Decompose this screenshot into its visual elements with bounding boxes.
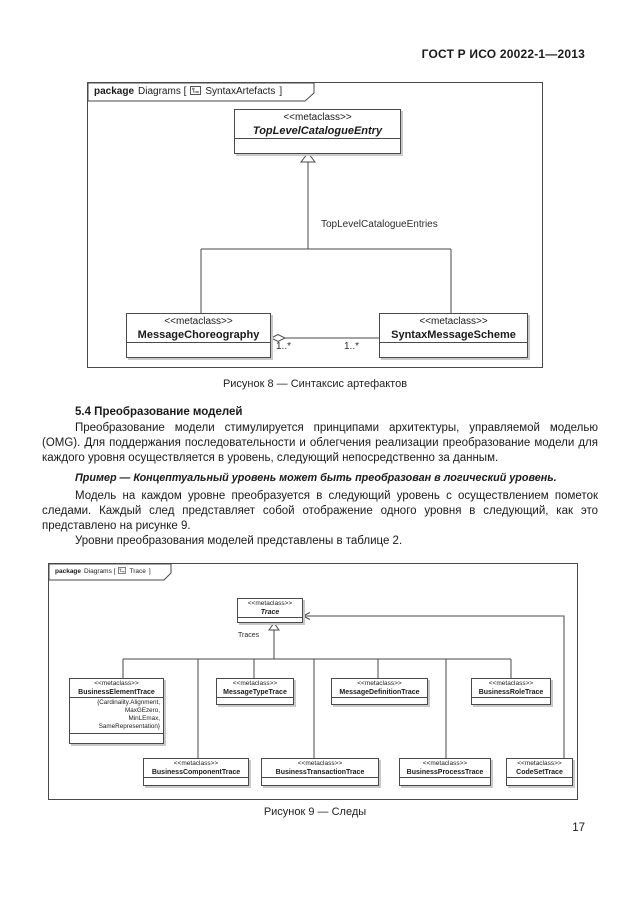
class-syntaxmessagescheme: <<metaclass>> SyntaxMessageScheme xyxy=(379,313,528,358)
package-name: SyntaxArtefacts xyxy=(205,86,276,97)
class-empty-compartment xyxy=(472,697,550,704)
class-messagechoreography: <<metaclass>> MessageChoreography xyxy=(126,313,271,358)
package-context: Diagrams [ xyxy=(84,568,116,575)
package-bracket-close: ] xyxy=(279,86,283,97)
class-name: TopLevelCatalogueEntry xyxy=(252,125,383,137)
figure8-caption: Рисунок 8 — Синтаксис артефактов xyxy=(222,378,408,390)
association-label: TopLevelCatalogueEntries xyxy=(321,219,438,230)
class-businesstransactiontrace: <<metaclass>> BusinessTransactionTrace xyxy=(261,758,379,786)
class-messagedefinitiontrace: <<metaclass>> MessageDefinitionTrace xyxy=(331,678,428,705)
example-note: Пример — Концептуальный уровень может бы… xyxy=(75,472,557,484)
multiplicity-source: 1..* xyxy=(276,341,292,352)
figure9-diagram-frame: package Diagrams [ Trace ] <<metaclass>>… xyxy=(48,563,578,800)
constraint-line: SameRepresentation} xyxy=(98,723,160,730)
section-heading: 5.4 Преобразование моделей xyxy=(75,406,243,418)
class-businessprocesstrace: <<metaclass>> BusinessProcessTrace xyxy=(399,758,491,786)
figure8-diagram-frame: package Diagrams [ SyntaxArtefacts ] <<m… xyxy=(87,82,543,368)
constraint-line: {Cardinality.Alignment, xyxy=(97,699,160,706)
association-label: Traces xyxy=(238,632,260,639)
class-businessroletrace: <<metaclass>> BusinessRoleTrace xyxy=(471,678,551,705)
class-name: Trace xyxy=(260,609,280,616)
class-name: MessageChoreography xyxy=(137,329,260,341)
document-code: ГОСТ Р ИСО 20022-1—2013 xyxy=(421,47,585,61)
package-tab: package Diagrams [ Trace ] xyxy=(49,564,161,580)
page-number: 17 xyxy=(572,822,585,834)
stereotype-label: <<metaclass>> xyxy=(232,680,278,687)
class-constraints: {Cardinality.Alignment, MaxGEzero, MinLE… xyxy=(70,697,163,733)
class-empty-compartment xyxy=(262,777,378,785)
class-name: BusinessTransactionTrace xyxy=(275,769,365,776)
paragraph: Модель на каждом уровне преобразуется в … xyxy=(42,490,598,532)
class-businesselementtrace: <<metaclass>> BusinessElementTrace {Card… xyxy=(69,678,164,744)
diagram-icon xyxy=(118,567,127,576)
class-empty-compartment xyxy=(400,777,490,785)
class-empty-compartment xyxy=(380,342,527,357)
class-empty-compartment xyxy=(70,733,163,743)
stereotype-label: <<metaclass>> xyxy=(247,600,293,607)
class-trace: <<metaclass>> Trace xyxy=(237,598,303,623)
class-toplevelcatalogueentry: <<metaclass>> TopLevelCatalogueEntry xyxy=(234,109,401,154)
paragraph: Преобразование модели стимулируется прин… xyxy=(42,422,598,464)
class-codesettrace: <<metaclass>> CodeSetTrace xyxy=(506,758,573,786)
stereotype-label: <<metaclass>> xyxy=(164,316,233,327)
class-name: BusinessComponentTrace xyxy=(151,769,241,776)
constraint-line: MinLEmax, xyxy=(128,715,161,722)
class-empty-compartment xyxy=(332,697,427,704)
figure9-caption: Рисунок 9 — Следы xyxy=(263,806,367,818)
class-businesscomponenttrace: <<metaclass>> BusinessComponentTrace xyxy=(143,758,249,786)
class-messagetypetrace: <<metaclass>> MessageTypeTrace xyxy=(216,678,294,705)
stereotype-label: <<metaclass>> xyxy=(357,680,402,687)
stereotype-label: <<metaclass>> xyxy=(297,760,343,767)
package-bracket-close: ] xyxy=(148,568,151,575)
constraint-line: MaxGEzero, xyxy=(125,707,160,714)
stereotype-label: <<metaclass>> xyxy=(488,680,534,687)
class-name: BusinessRoleTrace xyxy=(478,689,544,696)
package-tab: package Diagrams [ SyntaxArtefacts ] xyxy=(88,83,292,101)
class-name: MessageDefinitionTrace xyxy=(339,689,420,696)
class-name: CodeSetTrace xyxy=(516,769,563,776)
class-empty-compartment xyxy=(127,342,270,357)
diagram-icon xyxy=(190,85,202,98)
class-name: BusinessElementTrace xyxy=(78,689,155,696)
section-5-4: 5.4 Преобразование моделей Преобразовани… xyxy=(42,406,598,549)
paragraph: Уровни преобразования моделей представле… xyxy=(75,535,403,547)
class-empty-compartment xyxy=(507,777,572,785)
package-name: Trace xyxy=(129,568,146,575)
stereotype-label: <<metaclass>> xyxy=(517,760,562,767)
stereotype-label: <<metaclass>> xyxy=(419,316,488,327)
class-name: BusinessProcessTrace xyxy=(406,769,484,776)
stereotype-label: <<metaclass>> xyxy=(94,680,139,687)
stereotype-label: <<metaclass>> xyxy=(173,760,219,767)
package-keyword: package xyxy=(94,86,135,97)
stereotype-label: <<metaclass>> xyxy=(283,112,352,123)
class-empty-compartment xyxy=(238,617,302,622)
class-empty-compartment xyxy=(144,777,248,785)
class-name: SyntaxMessageScheme xyxy=(391,329,516,341)
multiplicity-target: 1..* xyxy=(344,341,360,352)
package-keyword: package xyxy=(55,568,82,575)
package-context: Diagrams [ xyxy=(138,86,187,97)
stereotype-label: <<metaclass>> xyxy=(422,760,468,767)
class-empty-compartment xyxy=(235,138,400,153)
class-empty-compartment xyxy=(217,697,293,704)
class-name: MessageTypeTrace xyxy=(223,689,287,696)
